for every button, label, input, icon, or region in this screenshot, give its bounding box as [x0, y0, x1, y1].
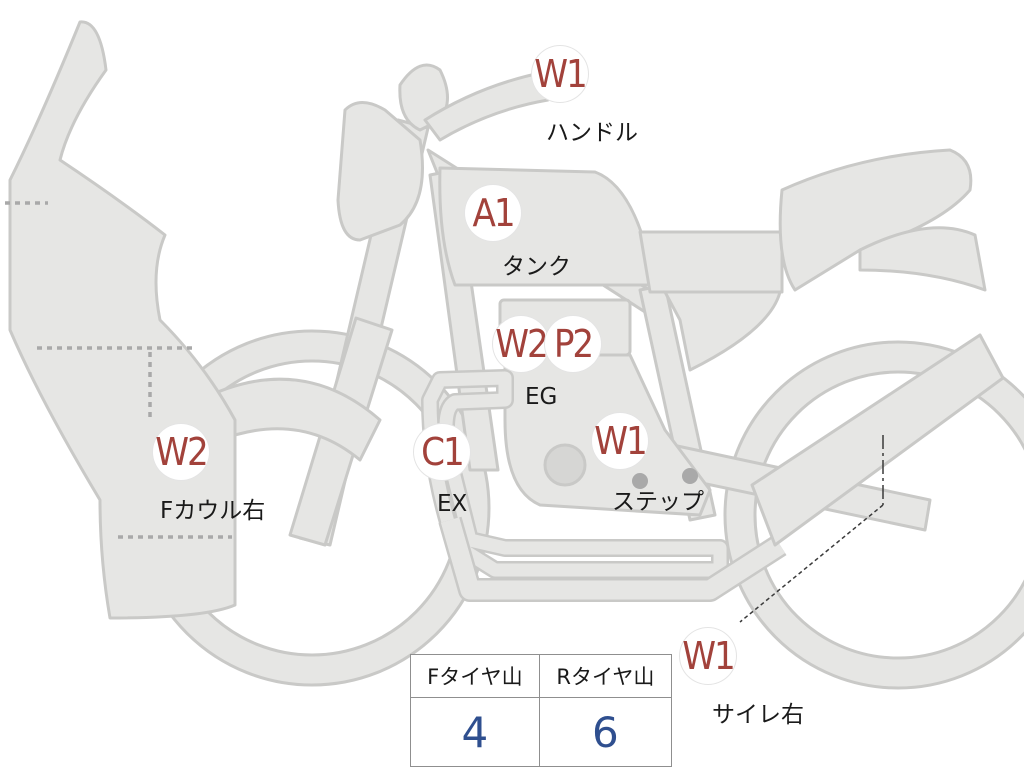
marker-engine-w2: W2 [493, 316, 549, 372]
label-tank: タンク [502, 254, 571, 280]
rear-wheel-outline [723, 340, 1024, 690]
label-handle: ハンドル [546, 120, 638, 146]
label-front-cowl: Fカウル右 [160, 498, 266, 524]
engine-cover [543, 443, 587, 487]
muffler-leader-line [739, 504, 884, 623]
exhaust-lower-fill [440, 517, 786, 600]
value-front-tire: 4 [410, 697, 540, 767]
tire-tread-table: Fタイヤ山 Rタイヤ山 4 6 [410, 654, 673, 767]
label-engine: EG [525, 384, 558, 410]
rear-wheel [725, 342, 1024, 688]
marker-muffler: W1 [680, 628, 736, 684]
front-cowl [8, 20, 237, 620]
label-exhaust: EX [437, 491, 468, 517]
value-rear-tire: 6 [538, 697, 673, 767]
footpeg-2 [682, 468, 698, 484]
marker-engine-p2: P2 [545, 316, 601, 372]
marker-tank: A1 [465, 185, 521, 241]
label-muffler: サイレ右 [712, 702, 804, 728]
marker-step: W1 [592, 413, 648, 469]
header-rear-tire: Rタイヤ山 [538, 654, 673, 698]
headlight [336, 101, 424, 242]
front-fender [198, 377, 382, 462]
tail-cowl [858, 226, 987, 292]
seat [778, 148, 973, 292]
footpeg-1 [632, 473, 648, 489]
header-front-tire: Fタイヤ山 [410, 654, 540, 698]
marker-exhaust: C1 [414, 424, 470, 480]
marker-front-cowl: W2 [153, 424, 209, 480]
side-cover [638, 230, 784, 294]
marker-handle: W1 [532, 46, 588, 102]
rear-wheel-inner-outline [753, 370, 1024, 660]
muffler [750, 333, 1005, 547]
label-step: ステップ [612, 489, 704, 515]
rear-panel [663, 290, 782, 372]
